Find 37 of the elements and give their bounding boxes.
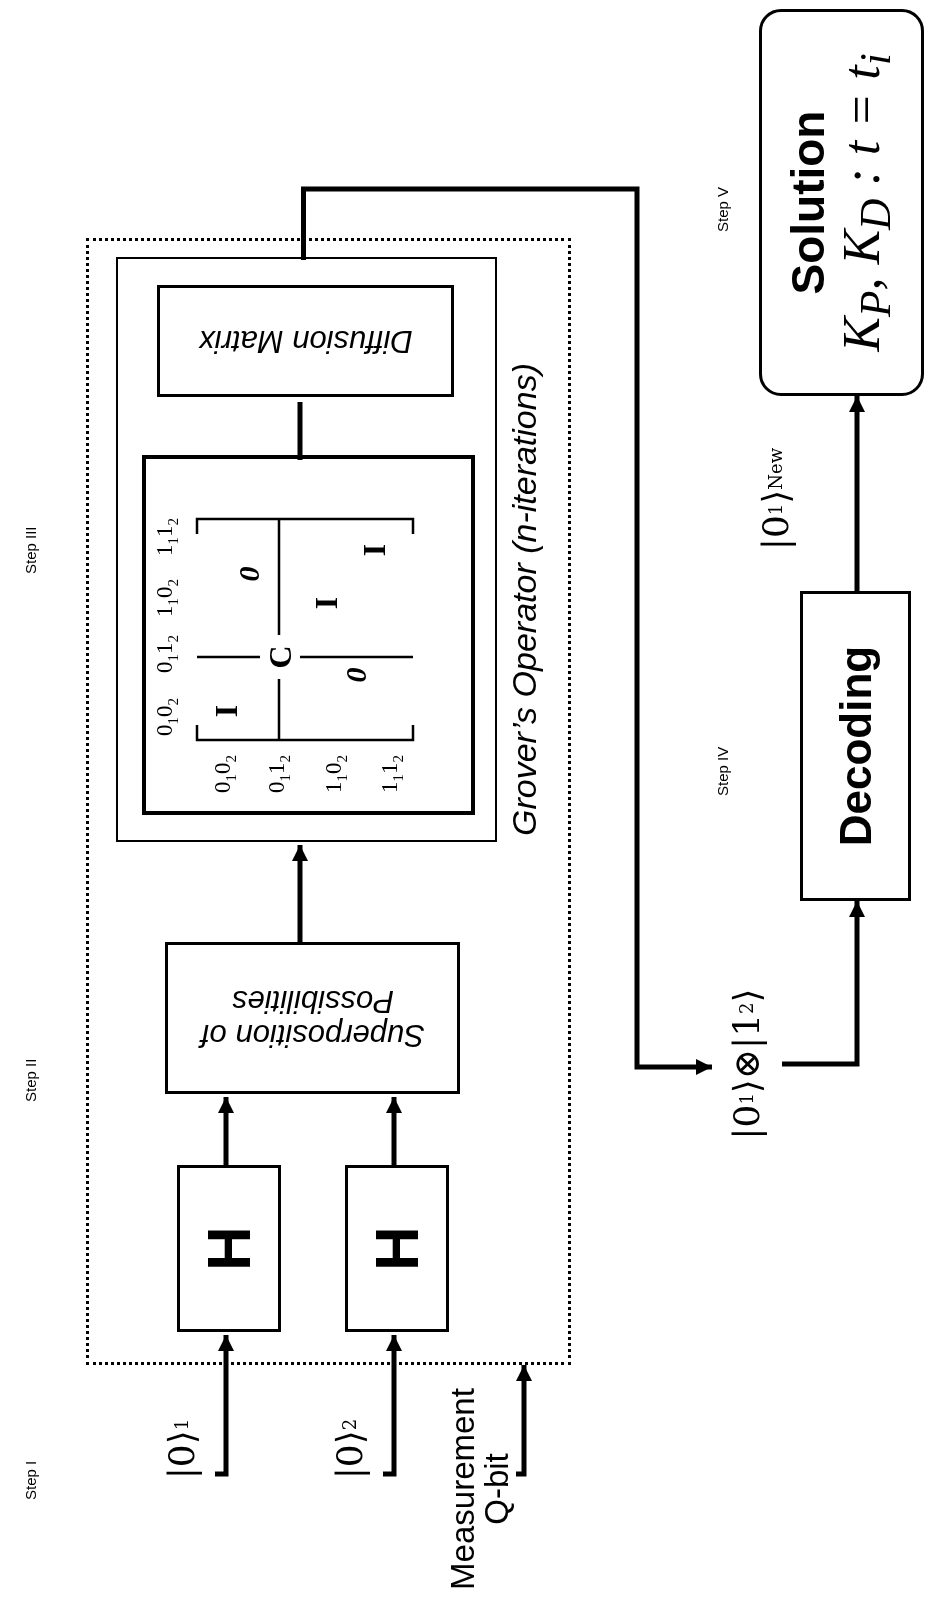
process-label: Decoding xyxy=(830,645,881,847)
matrix-entry: I xyxy=(358,543,390,557)
gate-box xyxy=(345,1165,449,1332)
matrix-entry: C xyxy=(264,645,296,669)
step-label: Step IV xyxy=(714,746,731,796)
arrow xyxy=(849,396,865,591)
arrow xyxy=(516,1365,532,1477)
gate-label: H xyxy=(366,1226,428,1271)
arrow xyxy=(782,901,865,1067)
arrow xyxy=(215,1335,234,1477)
result-title: Solution xyxy=(782,110,834,295)
arrow xyxy=(301,186,712,1075)
matrix-entry: 0 xyxy=(234,566,264,582)
process-label: Diffusion Matrix xyxy=(197,323,414,359)
gate-box xyxy=(177,1165,281,1332)
arrow xyxy=(383,1335,402,1477)
matrix-entry: I xyxy=(310,596,342,610)
arrow xyxy=(386,1097,402,1168)
step-label: Step III xyxy=(22,526,39,574)
result-box xyxy=(759,9,924,396)
connector-line xyxy=(297,402,303,460)
process-box xyxy=(800,591,911,901)
input-label: Measurement Q-bit xyxy=(444,1371,516,1607)
step-label: Step II xyxy=(22,1058,39,1102)
process-label: Superposition of Possibilities xyxy=(197,983,426,1053)
process-box xyxy=(165,942,460,1094)
dotted-boundary-box xyxy=(86,238,571,1365)
step-label: Step I xyxy=(22,1460,39,1500)
matrix-entry: 0 xyxy=(341,667,371,683)
arrow xyxy=(292,845,308,945)
matrix-box xyxy=(142,455,475,815)
arrow xyxy=(218,1097,234,1168)
operator-heading: Grover’s Operator (n-iterations) xyxy=(505,363,544,836)
gate-label: H xyxy=(198,1226,260,1271)
process-box xyxy=(157,285,454,397)
matrix-entry: I xyxy=(210,704,242,718)
step-label: Step V xyxy=(714,186,731,232)
